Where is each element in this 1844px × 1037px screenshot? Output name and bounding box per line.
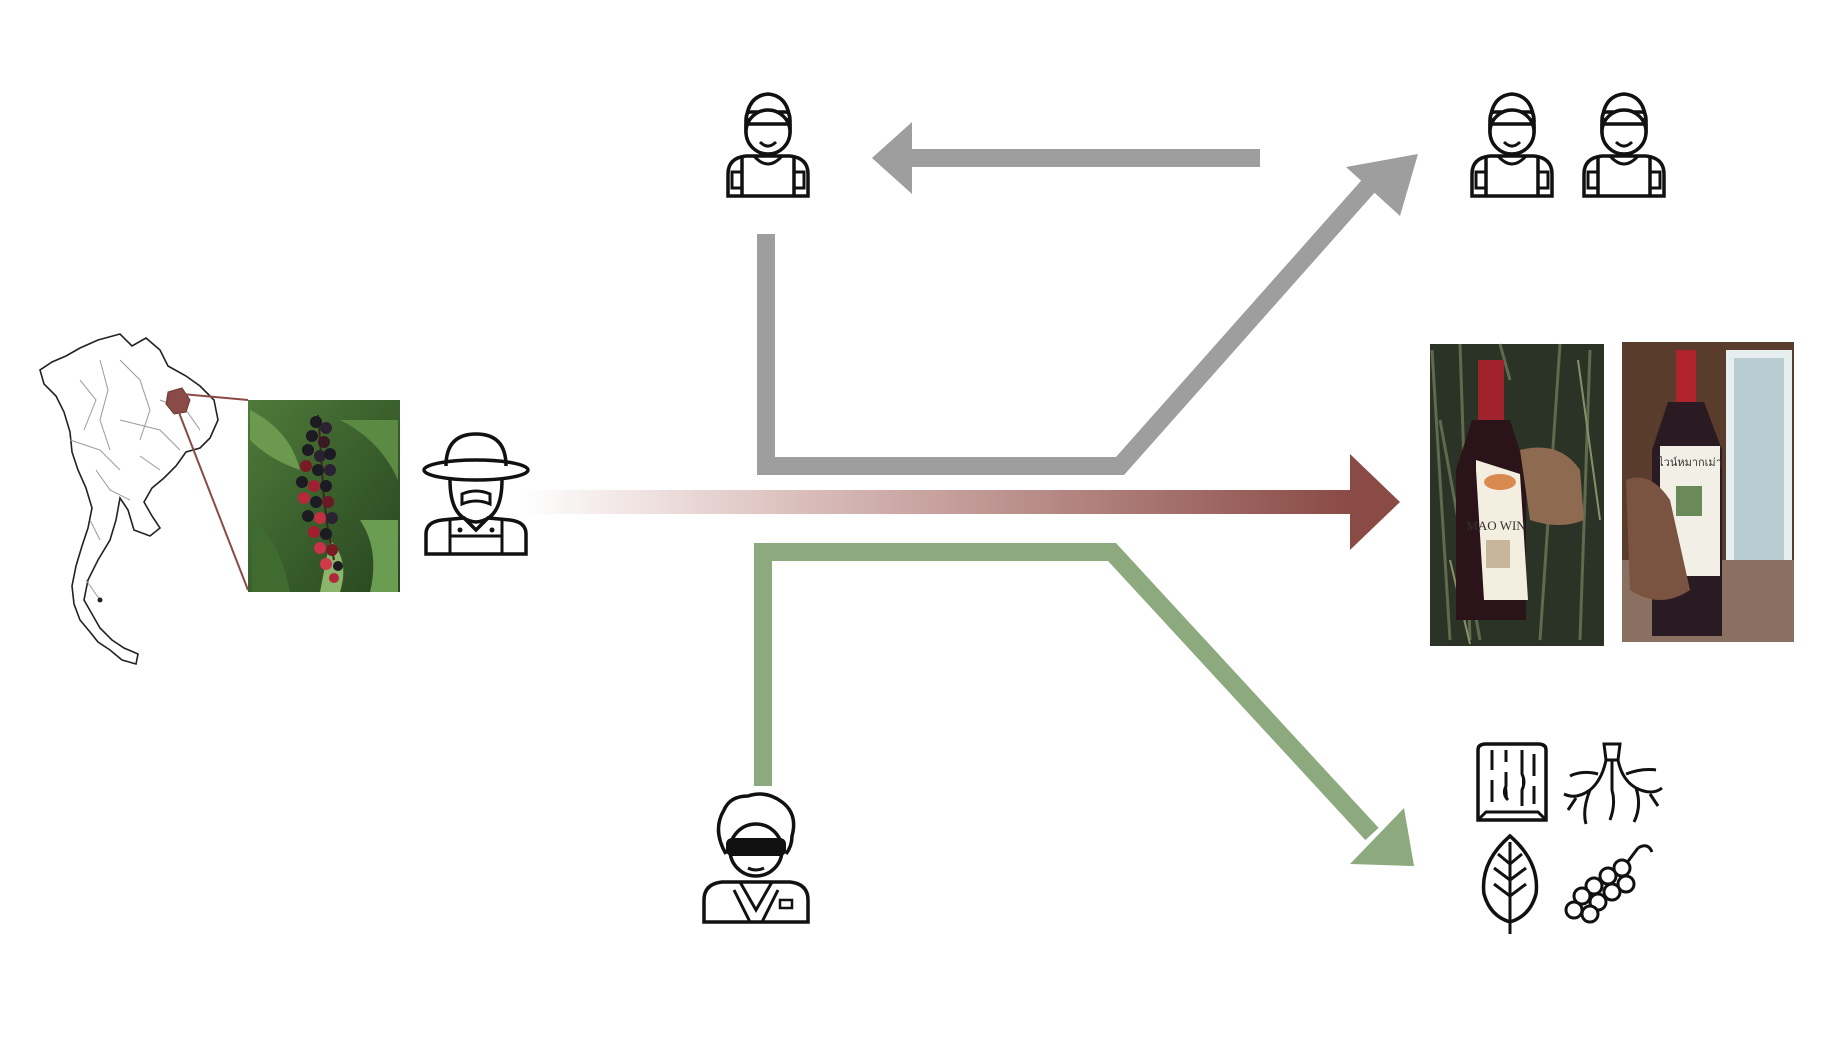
student-icon (1470, 92, 1554, 198)
leaf-icon (1481, 833, 1539, 934)
flow-student-up-arrow (757, 154, 1418, 475)
student-icon (726, 92, 810, 198)
root-icon (1563, 742, 1663, 825)
flow-student-back-arrow (872, 122, 1260, 194)
student-icon (1582, 92, 1666, 198)
flow-farmer-to-wine-arrow (520, 454, 1400, 550)
mao-berries-photo (248, 400, 400, 592)
flow-scientist-to-plant-arrow (754, 543, 1414, 866)
wine-bottle-photo-2: ไวน์หมากเม่า (1622, 342, 1794, 642)
berry-cluster (296, 416, 343, 583)
wood-bark-icon (1476, 742, 1548, 822)
thailand-map-icon (39, 333, 249, 666)
wine-label-text-2: ไวน์หมากเม่า (1657, 456, 1722, 469)
wine-bottle-photo-1: MAO WINE (1430, 343, 1604, 646)
farmer-icon (422, 432, 530, 556)
berry-cluster-icon (1564, 844, 1654, 924)
wine-label-text-1: MAO WINE (1466, 518, 1533, 533)
scientist-icon (702, 792, 810, 924)
